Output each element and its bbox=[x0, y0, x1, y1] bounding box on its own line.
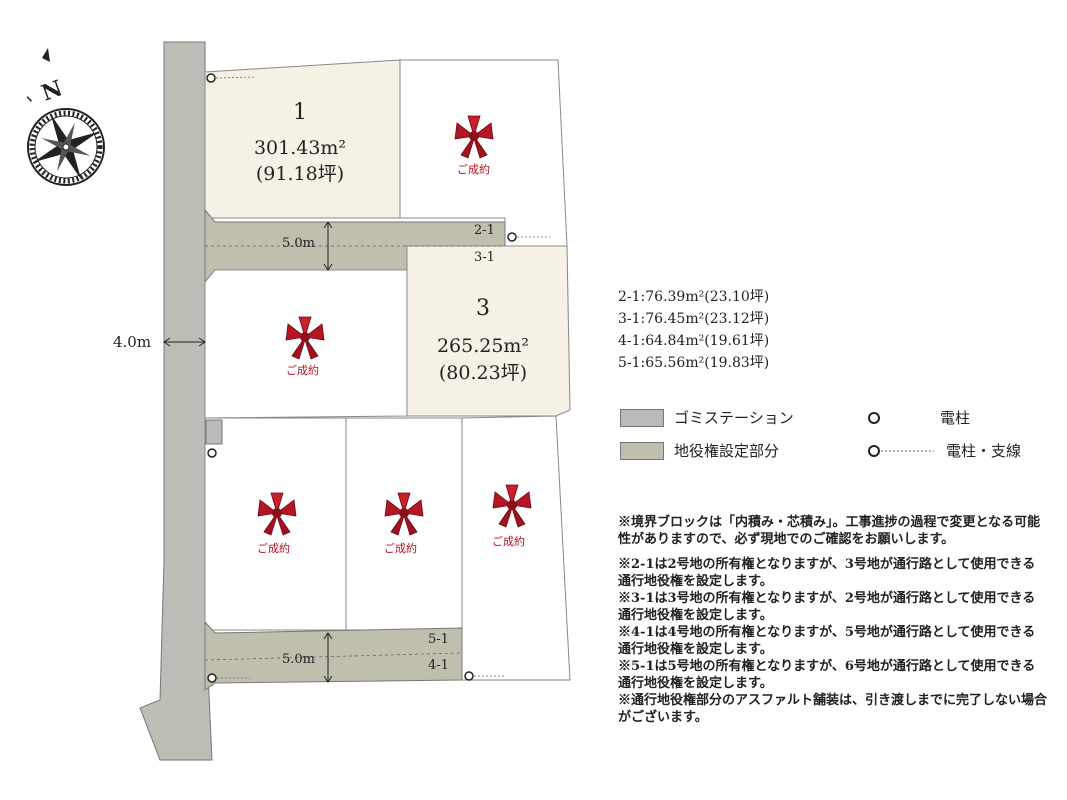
sold-label: ご成約 bbox=[257, 542, 290, 555]
note-paving: ※通行地役権部分のアスファルト舗装は、引き渡しまでに完了しない場合がございます。 bbox=[618, 693, 1048, 725]
notes: ※境界ブロックは「内積み・芯積み」。工事進捗の過程で変更となる可能性がありますの… bbox=[618, 514, 1048, 726]
easement-5-1-label: 5-1 bbox=[428, 632, 449, 647]
compass-rose-icon bbox=[26, 96, 105, 186]
summary-line: 5-1:65.56m²(19.83坪) bbox=[618, 355, 770, 371]
legend-easement-label: 地役権設定部分 bbox=[674, 442, 780, 460]
pole-wire-icon bbox=[868, 444, 934, 457]
north-arrow-icon bbox=[42, 48, 50, 62]
legend-garbage-label: ゴミステーション bbox=[674, 409, 794, 427]
lot-6 bbox=[345, 417, 463, 631]
summary-line: 2-1:76.39m²(23.10坪) bbox=[618, 289, 770, 305]
garbage-station bbox=[205, 419, 223, 445]
utility-pole-icon bbox=[207, 448, 217, 458]
easement-3-1-label: 3-1 bbox=[474, 250, 495, 265]
summary-line: 3-1:76.45m²(23.12坪) bbox=[618, 311, 770, 327]
legend-pole: 電柱 bbox=[866, 407, 970, 428]
easement-summary: 2-1:76.39m²(23.10坪) 3-1:76.45m²(23.12坪) … bbox=[618, 286, 769, 374]
legend-pole-wire: 電柱・支線 bbox=[866, 440, 1021, 461]
note-easement-3-1: ※3-1は3号地の所有権となりますが、2号地が通行路として使用できる通行地役権を… bbox=[618, 591, 1036, 623]
lot-1-number: 1 bbox=[293, 100, 307, 125]
utility-pole-icon bbox=[207, 673, 250, 683]
legend-pole-wire-label: 電柱・支線 bbox=[946, 442, 1022, 460]
note-easement-4-1: ※4-1は4号地の所有権となりますが、5号地が通行路として使用できる通行地役権を… bbox=[618, 625, 1036, 657]
lot-3-area-tsubo: (80.23坪) bbox=[438, 362, 528, 384]
easement-4-1-label: 4-1 bbox=[428, 658, 449, 673]
utility-pole-icon bbox=[507, 232, 550, 242]
sold-label: ご成約 bbox=[492, 535, 525, 548]
legend-easement: 地役権設定部分 bbox=[620, 440, 779, 461]
utility-pole-icon bbox=[464, 671, 505, 681]
summary-line: 4-1:64.84m²(19.61坪) bbox=[618, 333, 770, 349]
sold-label: ご成約 bbox=[384, 542, 417, 555]
easement-2-1-label: 2-1 bbox=[474, 223, 495, 238]
garbage-swatch bbox=[620, 408, 664, 427]
sold-label: ご成約 bbox=[457, 163, 490, 176]
lot-3-number: 3 bbox=[476, 296, 490, 321]
sold-label: ご成約 bbox=[286, 364, 319, 377]
note-boundary: ※境界ブロックは「内積み・芯積み」。工事進捗の過程で変更となる可能性がありますの… bbox=[618, 515, 1041, 547]
road bbox=[139, 41, 213, 761]
legend-pole-label: 電柱 bbox=[940, 409, 971, 427]
lot-1-area-m2: 301.43m² bbox=[253, 137, 347, 159]
easement-top-width: 5.0m bbox=[282, 236, 316, 251]
utility-pole-icon bbox=[868, 411, 880, 424]
lot-5 bbox=[204, 417, 347, 631]
easement-5-1-4-1 bbox=[204, 620, 463, 691]
lot-1-area-tsubo: (91.18坪) bbox=[255, 163, 345, 185]
road-width-label: 4.0m bbox=[113, 333, 152, 351]
note-easement-2-1: ※2-1は2号地の所有権となりますが、3号地が通行路として使用できる通行地役権を… bbox=[618, 557, 1036, 589]
lot-3-area-m2: 265.25m² bbox=[436, 335, 530, 357]
note-easement-5-1: ※5-1は5号地の所有権となりますが、6号地が通行路として使用できる通行地役権を… bbox=[618, 659, 1036, 691]
easement-bottom-width: 5.0m bbox=[282, 652, 316, 667]
lot-7 bbox=[461, 415, 571, 681]
easement-swatch bbox=[620, 441, 664, 460]
utility-pole-icon bbox=[206, 73, 256, 83]
legend-garbage: ゴミステーション bbox=[620, 407, 794, 428]
lot-3 bbox=[406, 245, 571, 417]
